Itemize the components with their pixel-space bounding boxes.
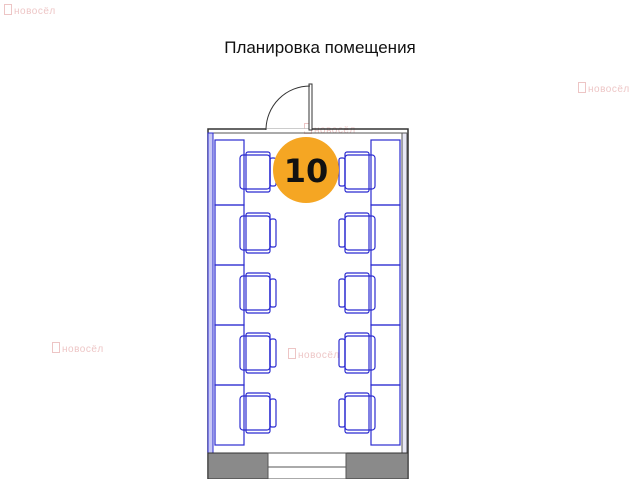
room-number-badge[interactable]: 10 xyxy=(273,137,339,203)
chair-left-backrest xyxy=(269,218,277,248)
left-wall-panel xyxy=(207,132,214,454)
chair-left-seat xyxy=(245,212,271,254)
chair-left-seat xyxy=(245,272,271,314)
chair-right-seat xyxy=(344,151,370,193)
chair-right-backrest xyxy=(338,278,346,308)
chair-right-seat xyxy=(344,332,370,374)
chair-left-backrest xyxy=(269,278,277,308)
door-swing-arc xyxy=(265,85,311,131)
chair-right-backrest xyxy=(338,398,346,428)
watermark-logo: новосёл xyxy=(52,342,104,355)
chair-right-seat xyxy=(344,392,370,434)
door-leaf xyxy=(308,83,313,131)
desk-left xyxy=(214,384,245,446)
room-walls xyxy=(207,128,409,479)
chair-left-backrest xyxy=(269,338,277,368)
chair-left-seat xyxy=(245,332,271,374)
watermark-logo: новосёл xyxy=(288,348,340,361)
chair-left-backrest xyxy=(269,398,277,428)
page-title: Планировка помещения xyxy=(224,38,416,57)
badge-circle xyxy=(273,137,339,203)
bottom-wall-right xyxy=(345,452,409,479)
room-number: 10 xyxy=(284,152,329,190)
window xyxy=(267,452,347,479)
chair-right-seat xyxy=(344,272,370,314)
chair-right-backrest xyxy=(338,157,346,187)
bottom-wall-left xyxy=(207,452,269,479)
watermark-logo: новосёл xyxy=(4,4,56,17)
chair-right-backrest xyxy=(338,218,346,248)
chair-right-backrest xyxy=(338,338,346,368)
furniture xyxy=(214,139,401,446)
door[interactable] xyxy=(265,83,313,132)
chair-right-seat xyxy=(344,212,370,254)
desk-right xyxy=(370,384,401,446)
chair-left-seat xyxy=(245,392,271,434)
chair-left-seat xyxy=(245,151,271,193)
right-wall-panel xyxy=(401,132,408,454)
watermark-logo: новосёл xyxy=(578,82,630,95)
